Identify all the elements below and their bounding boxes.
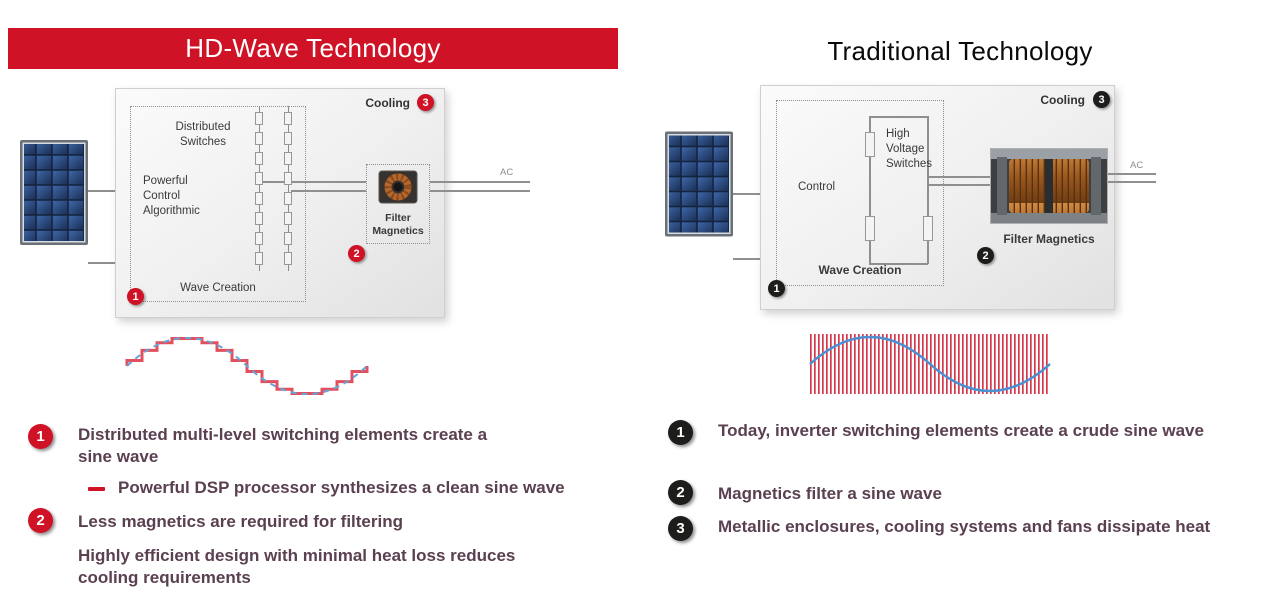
switch-element [255, 112, 263, 125]
switch-element [255, 132, 263, 145]
traditional-title: Traditional Technology [827, 35, 1093, 66]
wire [869, 116, 871, 264]
wire [258, 106, 260, 271]
switch-element [255, 152, 263, 165]
switch-element [284, 172, 292, 185]
hdwave-bullet-1-text: Distributed multi-level switching elemen… [78, 425, 488, 467]
wire [733, 258, 776, 260]
switch-element [865, 216, 875, 241]
wire [869, 116, 928, 118]
wire [287, 106, 289, 271]
switch-element [923, 216, 933, 241]
hdwave-bullet-1-sub-text: Powerful DSP processor synthesizes a cle… [118, 478, 565, 497]
cooling-badge: 3 [1093, 91, 1110, 108]
high-voltage-switches-label: High Voltage Switches [886, 128, 933, 170]
switch-element [255, 232, 263, 245]
wave-creation-badge: 1 [768, 280, 785, 297]
wire [869, 263, 928, 265]
wire [733, 193, 776, 195]
filter-magnetics-label: Filter Magnetics [1003, 232, 1095, 246]
switch-element [255, 192, 263, 205]
wave-creation-label: Wave Creation [180, 282, 256, 295]
hdwave-title-banner: HD-Wave Technology [8, 28, 618, 69]
switch-element [255, 172, 263, 185]
traditional-bullet-2-text: Magnetics filter a sine wave [718, 484, 942, 503]
ac-label: AC [1130, 160, 1144, 171]
wire [430, 181, 530, 183]
switch-element [284, 192, 292, 205]
filter-magnetics-box: Filter Magnetics [366, 164, 430, 244]
switch-element [284, 152, 292, 165]
wire [291, 190, 366, 192]
wire [1108, 181, 1156, 183]
switch-element [284, 212, 292, 225]
wave-creation-region: Wave Creation [130, 106, 306, 302]
control-label: Control [798, 181, 836, 193]
wire [430, 190, 530, 192]
switch-element [284, 252, 292, 265]
wire [88, 190, 131, 192]
hdwave-title: HD-Wave Technology [185, 33, 441, 63]
wire [88, 262, 131, 264]
solar-panel-icon [665, 131, 733, 237]
filter-badge: 2 [348, 245, 365, 262]
filter-magnetics-label: Filter Magnetics [372, 211, 424, 238]
switch-element [284, 112, 292, 125]
traditional-bullet-2-badge: 2 [668, 480, 693, 505]
wire [1108, 173, 1156, 175]
traditional-bullet-1-badge: 1 [668, 420, 693, 445]
wound-inductor-icon [991, 149, 1107, 223]
wave-creation-region: Wave Creation [776, 100, 944, 286]
filter-magnetics-photo [990, 148, 1108, 224]
wire [929, 176, 990, 178]
wire [927, 116, 929, 264]
traditional-bullet-3-text: Metallic enclosures, cooling systems and… [718, 517, 1211, 536]
toroid-inductor-icon [378, 170, 418, 204]
wave-creation-badge: 1 [127, 288, 144, 305]
dash-bullet-icon [88, 487, 105, 491]
cooling-label: Cooling [365, 96, 410, 110]
wave-creation-label: Wave Creation [818, 263, 902, 278]
switch-element [255, 212, 263, 225]
switch-element [865, 132, 875, 157]
switch-element [255, 252, 263, 265]
ac-label: AC [500, 167, 514, 178]
hdwave-bullet-1-badge: 1 [28, 424, 53, 449]
switch-element [284, 232, 292, 245]
switch-column [254, 106, 264, 271]
hdwave-bullet-2-text: Less magnetics are required for filterin… [78, 512, 403, 531]
filter-badge: 2 [977, 247, 994, 264]
traditional-bullet-3-badge: 3 [668, 516, 693, 541]
hdwave-bullet-3-text: Highly efficient design with minimal hea… [78, 546, 516, 588]
switch-element [284, 132, 292, 145]
hdwave-stepped-waveform [125, 337, 369, 395]
control-algorithm-label: Powerful Control Algorithmic [143, 175, 200, 217]
wire [262, 181, 366, 183]
wire [929, 184, 990, 186]
pwm-waveform [809, 334, 1051, 394]
traditional-bullet-1-text: Today, inverter switching elements creat… [718, 421, 1204, 440]
cooling-badge: 3 [417, 94, 434, 111]
switch-column [283, 106, 293, 271]
cooling-label: Cooling [1040, 93, 1085, 107]
hdwave-bullet-2-badge: 2 [28, 508, 53, 533]
distributed-switches-label: Distributed Switches [175, 121, 231, 148]
solar-panel-icon [20, 140, 88, 245]
